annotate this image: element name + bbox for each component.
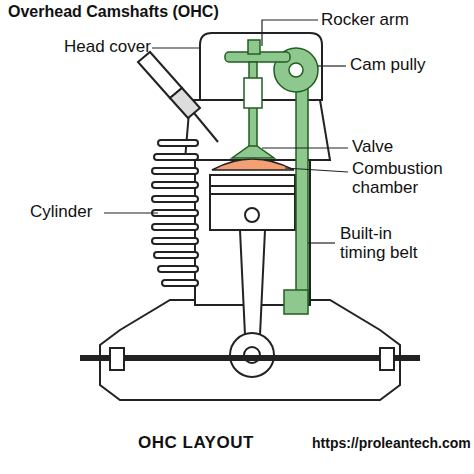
part-label: Head cover: [64, 38, 151, 57]
valve-train: [225, 40, 318, 314]
leader-line: [318, 65, 346, 66]
piston-assembly: [80, 175, 420, 377]
cooling-fin: [162, 280, 198, 286]
spark-plug-tip: [194, 113, 218, 142]
cooling-fin: [158, 140, 198, 146]
leader-line: [285, 168, 348, 172]
cooling-fin: [154, 154, 198, 160]
rocker-pivot: [248, 40, 260, 54]
cooling-fin: [154, 252, 198, 258]
combustion-chamber: [212, 159, 294, 170]
diagram-title: Overhead Camshafts (OHC): [8, 3, 219, 21]
watermark-url: https://proleantech.com: [312, 436, 471, 451]
piston: [210, 175, 295, 230]
spark-plug: [138, 52, 218, 142]
cooling-fin: [158, 266, 198, 272]
piston-pin: [245, 208, 259, 222]
cooling-fin: [152, 210, 198, 216]
cooling-fin: [152, 224, 198, 230]
cooling-fins: [152, 140, 198, 286]
crankshaft: [80, 355, 420, 361]
timing-belt: [296, 60, 308, 305]
part-label: Cam pully: [350, 56, 426, 75]
cooling-fin: [152, 238, 198, 244]
engine-body: [100, 33, 400, 400]
part-label: Rocker arm: [321, 11, 409, 30]
piston-ring: [210, 193, 295, 195]
part-label: Combustion chamber: [352, 160, 464, 197]
connecting-rod: [240, 230, 265, 335]
leader-line: [308, 242, 335, 243]
leader-line: [262, 147, 348, 148]
part-label: Cylinder: [30, 203, 92, 222]
leader-line: [152, 47, 200, 48]
crank-pulley: [284, 290, 308, 314]
diagram-caption: OHC LAYOUT: [138, 434, 254, 453]
spark-plug-insulator: [138, 52, 182, 98]
crank-bearing: [110, 348, 124, 370]
leader-line: [262, 20, 318, 46]
cam-shaft: [289, 63, 303, 77]
part-label: Valve: [352, 138, 393, 157]
part-label: Built-in timing belt: [340, 225, 440, 262]
cooling-fin: [152, 168, 198, 174]
leader-line: [104, 212, 158, 213]
piston-ring: [210, 185, 295, 187]
crank-bearing: [380, 348, 394, 370]
cooling-fin: [152, 182, 198, 188]
cooling-fin: [152, 196, 198, 202]
valve-spring: [244, 78, 262, 108]
